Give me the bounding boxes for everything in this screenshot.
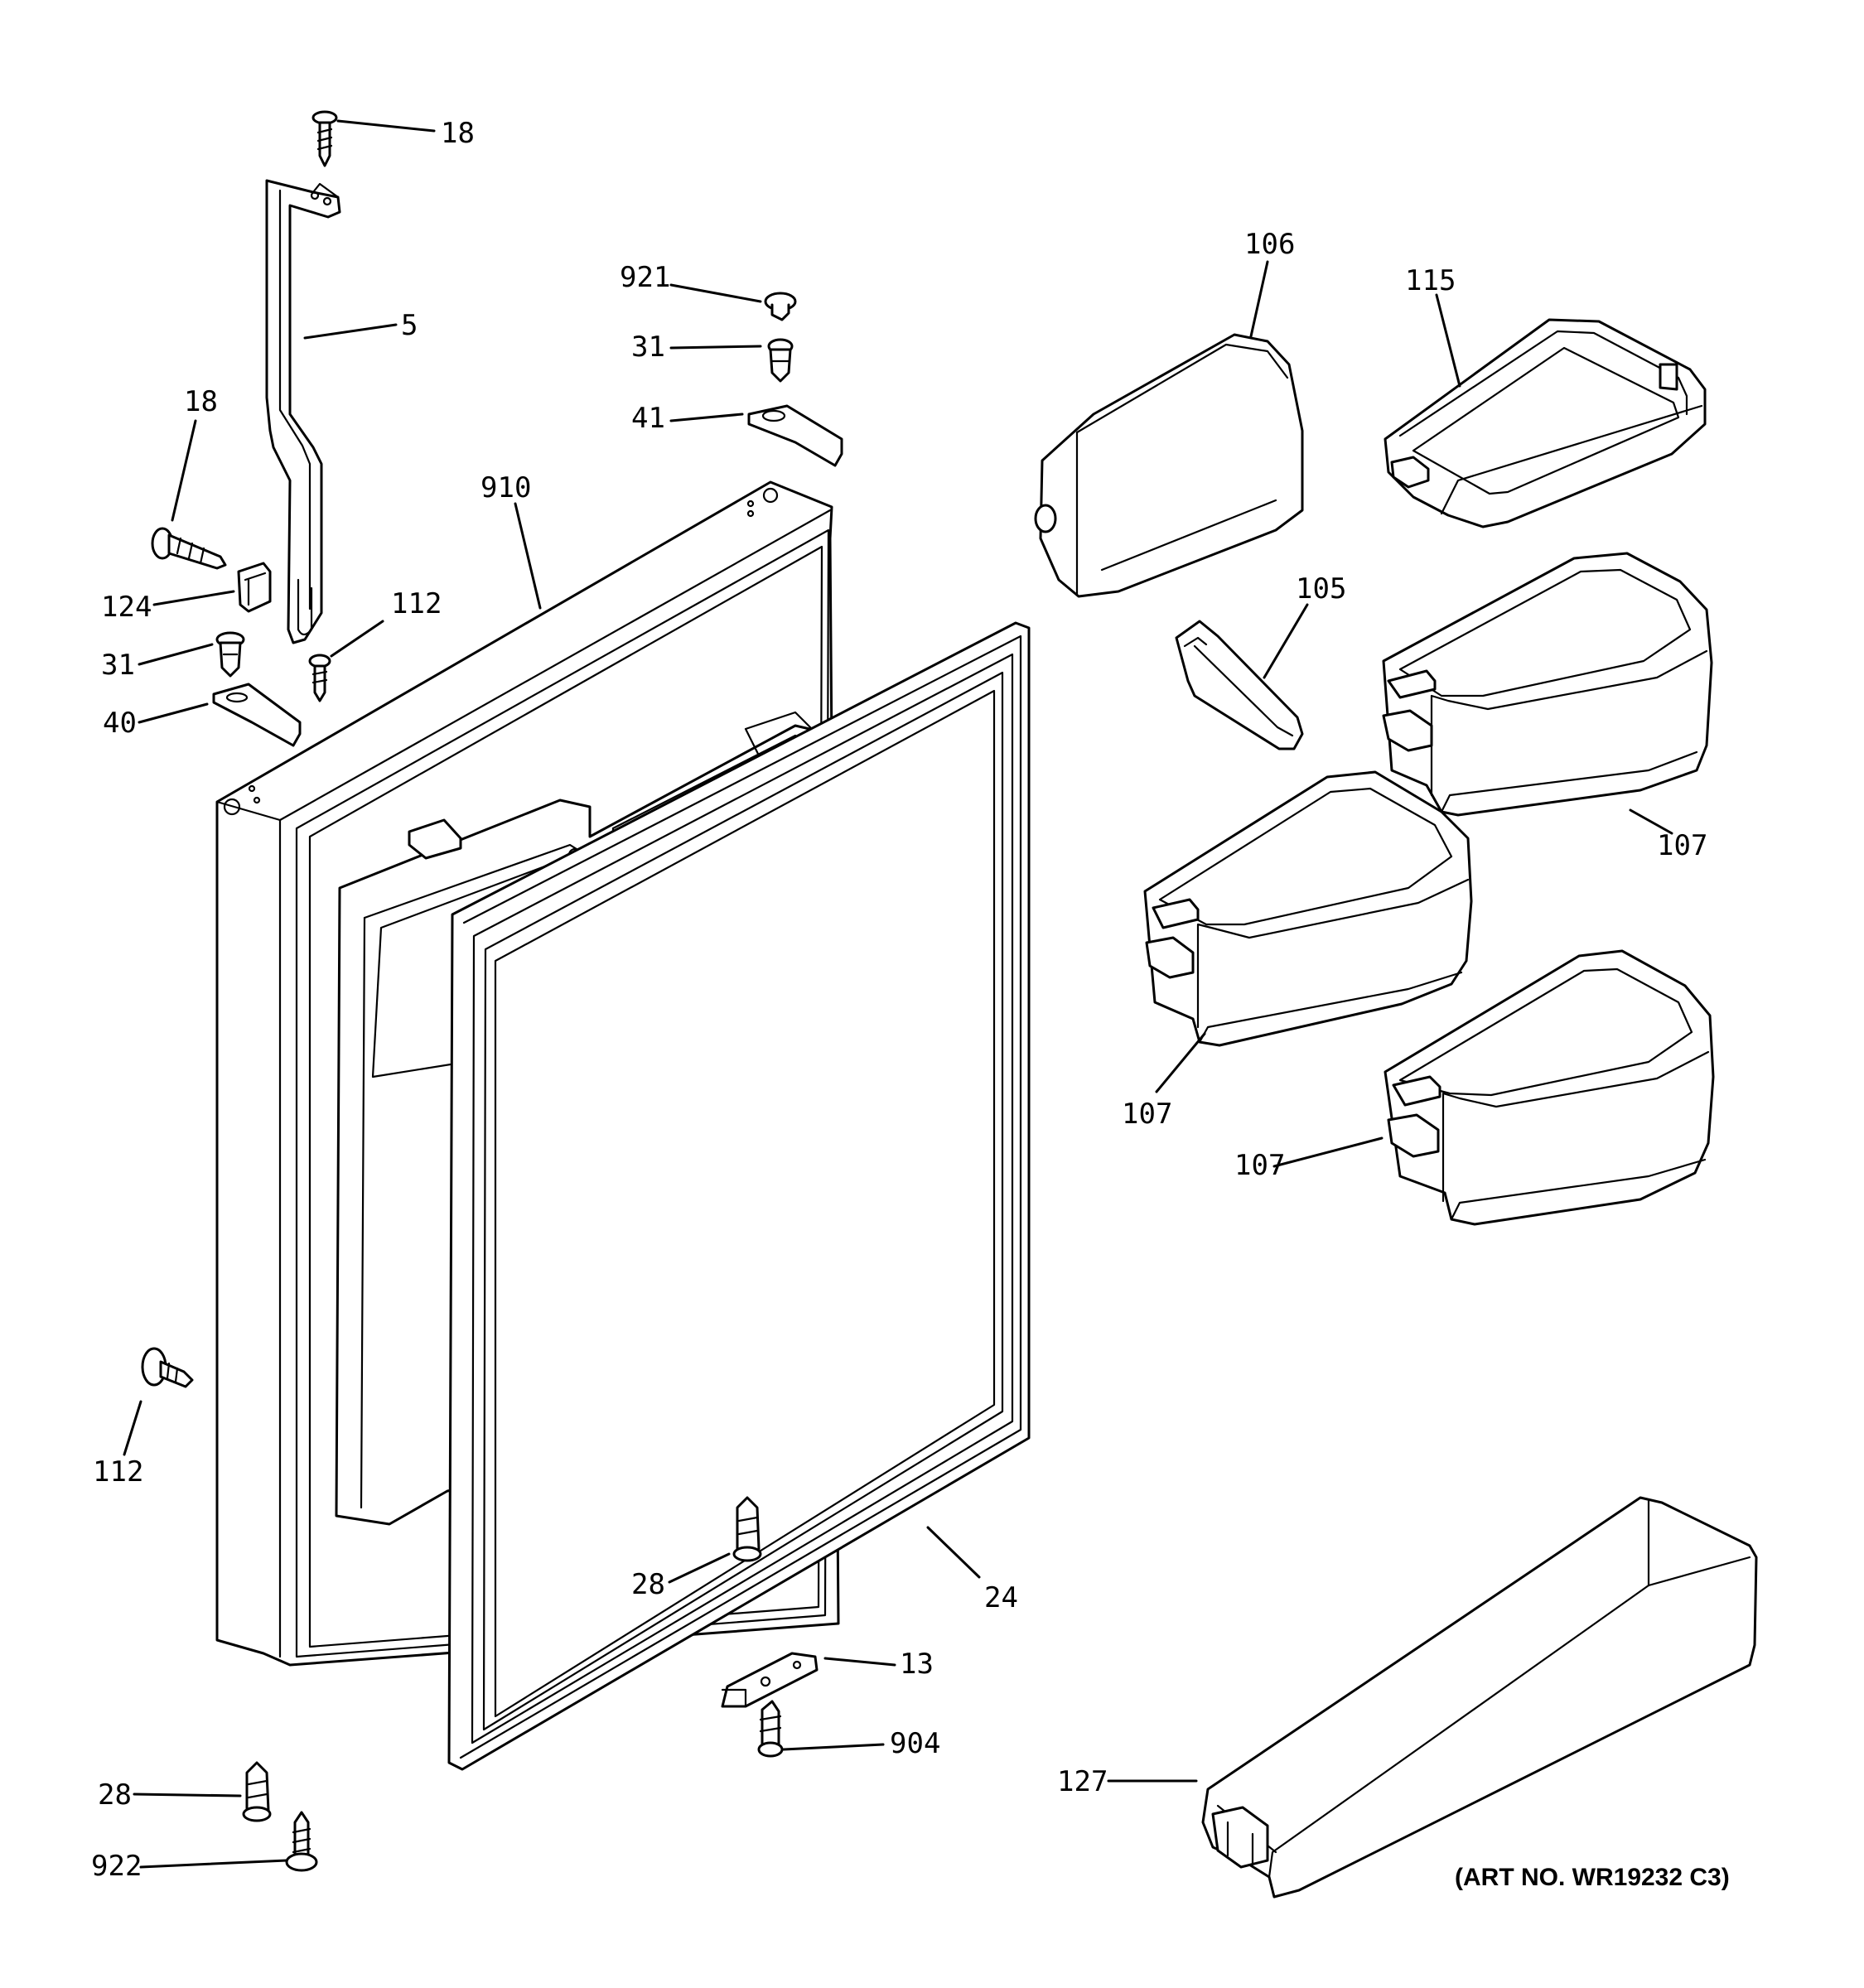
leader-lines: [123, 119, 1673, 1869]
callout-40: 40: [103, 707, 137, 740]
callout-922: 922: [91, 1850, 142, 1883]
callout-31-top: 31: [631, 331, 665, 364]
callout-18-left: 18: [184, 385, 218, 418]
bin-107-lower: [1384, 949, 1715, 1226]
bin-107-middle: [1143, 770, 1473, 1047]
door-gasket-24: [447, 621, 1031, 1771]
pin-28-bottom: [242, 1761, 272, 1822]
art-number: (ART NO. WR19232 C3): [1455, 1864, 1730, 1891]
callout-105: 105: [1296, 572, 1346, 606]
callout-31-left: 31: [101, 649, 135, 682]
screw-904: [757, 1700, 784, 1758]
callout-107-lower: 107: [1234, 1149, 1285, 1182]
callout-910: 910: [480, 471, 531, 504]
clip-124: [237, 562, 272, 613]
callout-124: 124: [101, 591, 152, 624]
pin-28-middle: [732, 1496, 762, 1562]
callout-41: 41: [631, 402, 665, 435]
callout-115: 115: [1405, 264, 1456, 297]
door-handle: [265, 179, 341, 644]
callout-112-top: 112: [391, 587, 442, 620]
callout-107-middle: 107: [1122, 1098, 1172, 1131]
screw-18-top: [311, 110, 338, 167]
callout-13: 13: [900, 1648, 934, 1681]
callout-28-bottom: 28: [98, 1778, 132, 1812]
callout-28-middle: 28: [631, 1568, 665, 1601]
callout-107-upper: 107: [1657, 829, 1707, 862]
callout-904: 904: [890, 1727, 940, 1760]
shelf-127: [1201, 1496, 1758, 1899]
hinge-cover-41: [747, 404, 843, 467]
callout-18-top: 18: [441, 117, 475, 150]
screw-18-left: [151, 527, 227, 570]
divider-105: [1175, 620, 1304, 750]
plug-921: [764, 292, 797, 321]
dairy-door-106: [1034, 333, 1304, 598]
callout-921: 921: [620, 261, 670, 294]
bin-107-upper: [1382, 552, 1713, 817]
hinge-cover-40: [212, 683, 302, 747]
screw-112-left: [141, 1347, 194, 1388]
callout-112-left: 112: [93, 1455, 143, 1489]
callout-labels: 18 5 18 124 31 40 112 910 921 31 41 106 …: [91, 117, 1730, 1891]
callout-5: 5: [401, 309, 418, 342]
callout-106: 106: [1244, 228, 1295, 261]
bin-115: [1384, 318, 1707, 528]
callout-127: 127: [1057, 1765, 1108, 1798]
screw-112-top: [308, 654, 331, 702]
hinge-13: [721, 1652, 819, 1708]
screw-922: [285, 1811, 318, 1872]
plug-31-top: [767, 338, 794, 383]
plug-31-left: [215, 631, 245, 678]
callout-24: 24: [984, 1581, 1018, 1614]
